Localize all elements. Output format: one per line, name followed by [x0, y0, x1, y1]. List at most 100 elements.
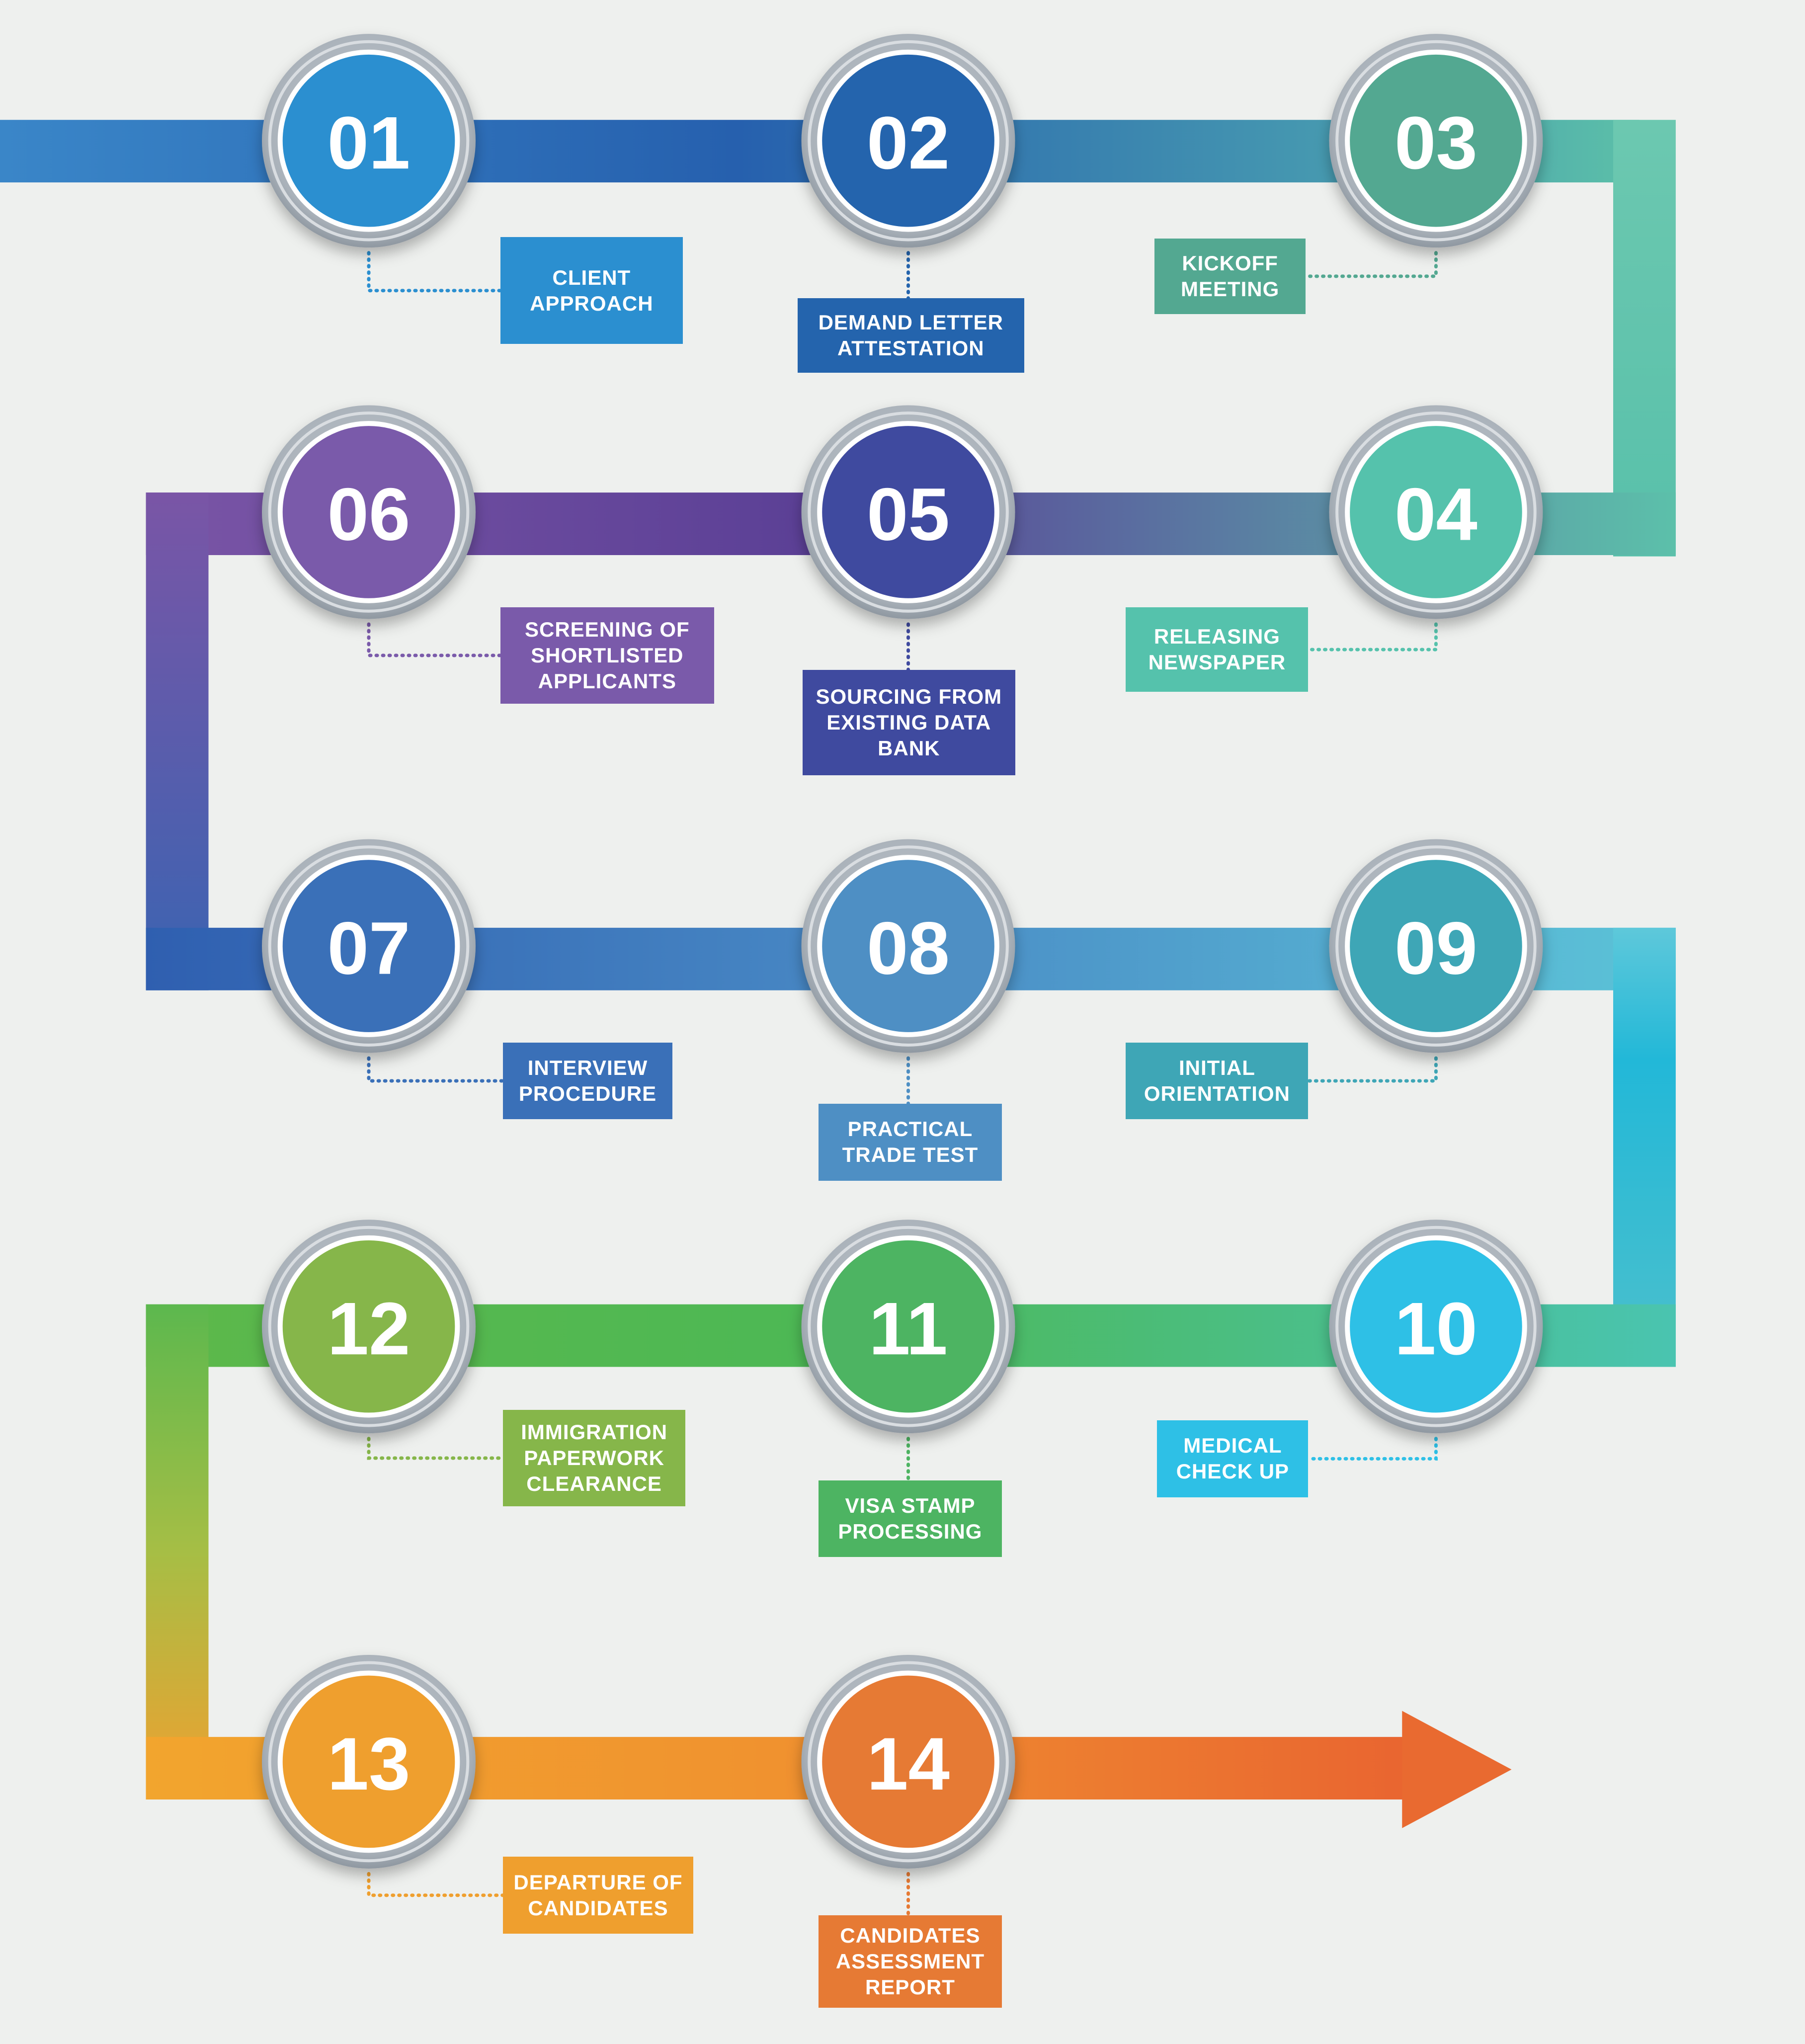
connector-04 — [1306, 622, 1438, 652]
step-number: 13 — [328, 1722, 410, 1805]
node-ring-highlight — [808, 411, 1009, 613]
node-ring-highlight — [268, 40, 470, 242]
step-label-box-12: IMMIGRATION PAPERWORK CLEARANCE — [503, 1410, 686, 1507]
node-disc — [817, 49, 999, 232]
node-disc — [1345, 49, 1527, 232]
node-ring-highlight — [268, 1226, 470, 1427]
step-label: MEDICAL CHECK UP — [1176, 1434, 1290, 1483]
node-disc — [817, 421, 999, 603]
node-ring-highlight — [808, 40, 1009, 242]
node-disc — [277, 855, 460, 1037]
step-number: 10 — [1395, 1287, 1477, 1370]
connector-01 — [367, 251, 502, 293]
step-label-box-06: SCREENING OF SHORTLISTED APPLICANTS — [500, 607, 714, 704]
node-disc — [817, 1670, 999, 1853]
step-label: INITIAL ORIENTATION — [1144, 1056, 1290, 1105]
node-disc — [277, 421, 460, 603]
step-number: 05 — [867, 472, 950, 556]
step-node-11: 11 — [801, 1220, 1015, 1434]
step-node-05: 05 — [801, 405, 1015, 619]
node-ring-highlight — [1335, 1226, 1537, 1427]
step-node-12: 12 — [262, 1220, 476, 1434]
step-node-02: 02 — [801, 34, 1015, 248]
node-ring-highlight — [808, 1661, 1009, 1863]
step-nodes: 01 02 03 04 05 06 07 08 09 10 11 12 13 14 — [262, 34, 1543, 1869]
step-node-07: 07 — [262, 839, 476, 1053]
step-number: 02 — [867, 101, 950, 184]
node-disc — [277, 1235, 460, 1418]
step-label: RELEASING NEWSPAPER — [1148, 625, 1286, 674]
connector-07 — [367, 1056, 505, 1083]
step-number: 07 — [328, 906, 410, 990]
connector-06 — [367, 622, 502, 657]
step-node-01: 01 — [262, 34, 476, 248]
flow-arrow-head — [1402, 1711, 1512, 1828]
label-connectors — [367, 251, 1438, 1917]
step-node-04: 04 — [1329, 405, 1543, 619]
node-ring-highlight — [808, 845, 1009, 1047]
step-number: 08 — [867, 906, 950, 990]
node-ring-highlight — [268, 411, 470, 613]
step-number: 14 — [867, 1722, 950, 1805]
node-ring-highlight — [1335, 40, 1537, 242]
node-disc — [1345, 1235, 1527, 1418]
step-label: IMMIGRATION PAPERWORK CLEARANCE — [521, 1420, 668, 1495]
step-number: 06 — [328, 472, 410, 556]
node-ring-highlight — [1335, 411, 1537, 613]
step-number: 01 — [328, 101, 410, 184]
step-label-box-09: INITIAL ORIENTATION — [1126, 1042, 1309, 1120]
step-label-box-03: KICKOFF MEETING — [1154, 238, 1306, 314]
step-number: 12 — [328, 1287, 410, 1370]
node-ring-highlight — [268, 845, 470, 1047]
step-label: CANDIDATES ASSESSMENT REPORT — [835, 1924, 985, 1999]
step-label-box-04: RELEASING NEWSPAPER — [1126, 607, 1309, 692]
band-left-1 — [146, 492, 209, 990]
band-left-2 — [146, 1304, 209, 1799]
step-number: 09 — [1395, 906, 1477, 990]
step-label-box-07: INTERVIEW PROCEDURE — [503, 1042, 672, 1120]
node-disc — [817, 855, 999, 1037]
node-ring-highlight — [268, 1661, 470, 1863]
step-label-box-01: CLIENT APPROACH — [500, 237, 683, 344]
node-disc — [1345, 855, 1527, 1037]
step-node-08: 08 — [801, 839, 1015, 1053]
step-label: DEMAND LETTER ATTESTATION — [818, 311, 1003, 360]
step-number: 03 — [1395, 101, 1477, 184]
step-label: VISA STAMP PROCESSING — [838, 1493, 983, 1543]
step-label: INTERVIEW PROCEDURE — [518, 1056, 657, 1105]
connector-03 — [1304, 251, 1438, 278]
node-disc — [277, 49, 460, 232]
node-ring-highlight — [1335, 845, 1537, 1047]
step-label-box-10: MEDICAL CHECK UP — [1157, 1420, 1309, 1497]
connector-10 — [1306, 1437, 1438, 1461]
connector-09 — [1306, 1056, 1438, 1083]
step-number: 11 — [869, 1287, 948, 1370]
band-right-1 — [1613, 120, 1676, 557]
step-label: CLIENT APPROACH — [530, 265, 654, 315]
connector-13 — [367, 1872, 505, 1897]
step-node-06: 06 — [262, 405, 476, 619]
step-node-09: 09 — [1329, 839, 1543, 1053]
step-label-box-05: SOURCING FROM EXISTING DATA BANK — [803, 669, 1015, 776]
connector-12 — [367, 1437, 505, 1460]
step-label: SCREENING OF SHORTLISTED APPLICANTS — [524, 617, 690, 693]
step-node-13: 13 — [262, 1654, 476, 1869]
step-label-box-08: PRACTICAL TRADE TEST — [818, 1103, 1002, 1181]
step-label: KICKOFF MEETING — [1180, 251, 1280, 301]
band-right-2 — [1613, 927, 1676, 1367]
step-label-box-11: VISA STAMP PROCESSING — [818, 1480, 1002, 1557]
node-disc — [277, 1670, 460, 1853]
step-node-10: 10 — [1329, 1220, 1543, 1434]
step-label-box-14: CANDIDATES ASSESSMENT REPORT — [818, 1915, 1002, 2008]
step-label: SOURCING FROM EXISTING DATA BANK — [816, 684, 1002, 760]
node-ring-highlight — [808, 1226, 1009, 1427]
node-disc — [1345, 421, 1527, 603]
step-node-14: 14 — [801, 1654, 1015, 1869]
node-disc — [817, 1235, 999, 1418]
step-label: PRACTICAL TRADE TEST — [842, 1117, 979, 1167]
step-label-box-02: DEMAND LETTER ATTESTATION — [797, 298, 1024, 373]
step-node-03: 03 — [1329, 34, 1543, 248]
step-label-box-13: DEPARTURE OF CANDIDATES — [503, 1857, 693, 1934]
